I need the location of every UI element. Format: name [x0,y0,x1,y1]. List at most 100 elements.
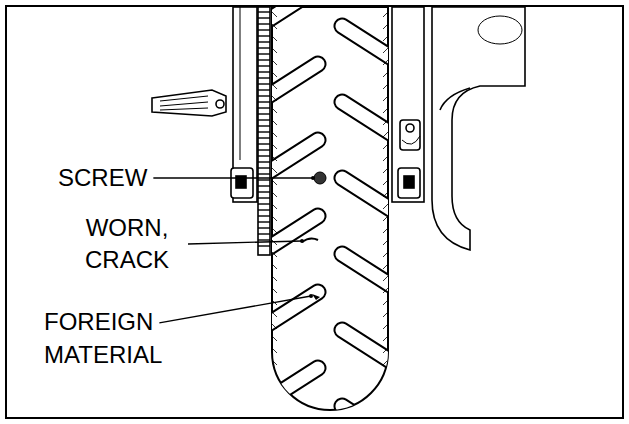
tread-lug [268,64,318,96]
tread-lug [342,26,392,58]
sidewall-tick [272,312,277,317]
sidewall-tick [272,408,277,413]
tread-lug [342,102,392,134]
tread-lug-inner [342,26,392,58]
sidewall-tick [383,408,388,413]
sidewall-tick [272,360,277,365]
callout-label: FOREIGN MATERIAL [44,305,184,371]
tread-lug-inner [268,292,318,324]
disc-tooth [258,227,270,228]
brake-disc [258,7,270,255]
sidewall-tick [383,288,388,293]
sidewall-tick [272,228,277,233]
sidewall-tick [383,84,388,89]
damage-marks [302,172,326,300]
sidewall-tick [383,240,388,245]
tread-lug-inner [342,406,392,424]
sidewall-tick [272,168,277,173]
disc-tooth [258,71,270,72]
sidewall-tick [383,132,388,137]
disc-tooth [258,179,270,180]
disc-tooth [258,113,270,114]
frame [6,6,623,418]
sidewall-tick [272,204,277,209]
tread-lug-inner [342,178,392,210]
disc-tooth [258,143,270,144]
sidewall-tick [272,264,277,269]
sidewall-tick [383,144,388,149]
disc-tooth [258,47,270,48]
disc-tooth [258,65,270,66]
sidewall-tick [272,12,277,17]
sidewall-tick [383,60,388,65]
disc-tooth [258,119,270,120]
sidewall-tick [383,276,388,281]
sidewall-tick [272,396,277,401]
disc-tooth [258,101,270,102]
tread-lug [342,254,392,286]
tread-lug [268,292,318,324]
disc-tooth [258,185,270,186]
disc-tooth [258,221,270,222]
leader-line [188,241,302,244]
disc-tooth [258,53,270,54]
sidewall-tick [383,360,388,365]
sidewall-tick [272,216,277,221]
sidewall-tick [272,144,277,149]
disc-tooth [258,83,270,84]
sidewall-tick [272,84,277,89]
tread-lug [268,216,318,248]
disc-tooth [258,59,270,60]
disc-tooth [258,125,270,126]
sidewall-tick [383,36,388,41]
sidewall-tick [272,156,277,161]
tread-lug [342,330,392,362]
disc-tooth [258,149,270,150]
sidewall-tick [383,372,388,377]
leader-lines [153,176,315,323]
sidewall-tick [383,24,388,29]
disc-tooth [258,17,270,18]
disc-tooth [258,215,270,216]
sidewall-tick [272,72,277,77]
sidewall-tick [383,12,388,17]
sidewall-tick [383,348,388,353]
sidewall-tick [272,108,277,113]
sidewall-tick [383,48,388,53]
disc-tooth [258,41,270,42]
sidewall-tick [383,396,388,401]
disc-tooth [258,155,270,156]
callout-label: WORN, CRACK [72,212,182,276]
disc-tooth [258,77,270,78]
sidewall-tick [272,276,277,281]
sidewall-tick [383,204,388,209]
disc-tooth [258,245,270,246]
tread-lug-inner [268,64,318,96]
sidewall-tick [272,288,277,293]
disc-tooth [258,107,270,108]
right-fork [392,7,424,202]
sidewall-tick [272,252,277,257]
disc-tooth [258,233,270,234]
disc-tooth [258,167,270,168]
disc-tooth [258,137,270,138]
tire [268,0,392,424]
sidewall-tick [383,312,388,317]
leader-line [159,296,311,323]
sidewall-tick [383,264,388,269]
sidewall-tick [383,156,388,161]
sidewall-tick [383,300,388,305]
sidewall-tick [383,96,388,101]
tread-lug-inner [268,0,318,20]
sidewall-tick [272,240,277,245]
disc-tooth [258,95,270,96]
sidewall-tick [383,384,388,389]
disc-tooth [258,131,270,132]
sidewall-tick [272,348,277,353]
disc-tooth [258,35,270,36]
sidewall-tick [383,216,388,221]
tread-lug-inner [342,330,392,362]
sidewall-tick [383,336,388,341]
sidewall-tick [272,324,277,329]
disc-tooth [258,173,270,174]
